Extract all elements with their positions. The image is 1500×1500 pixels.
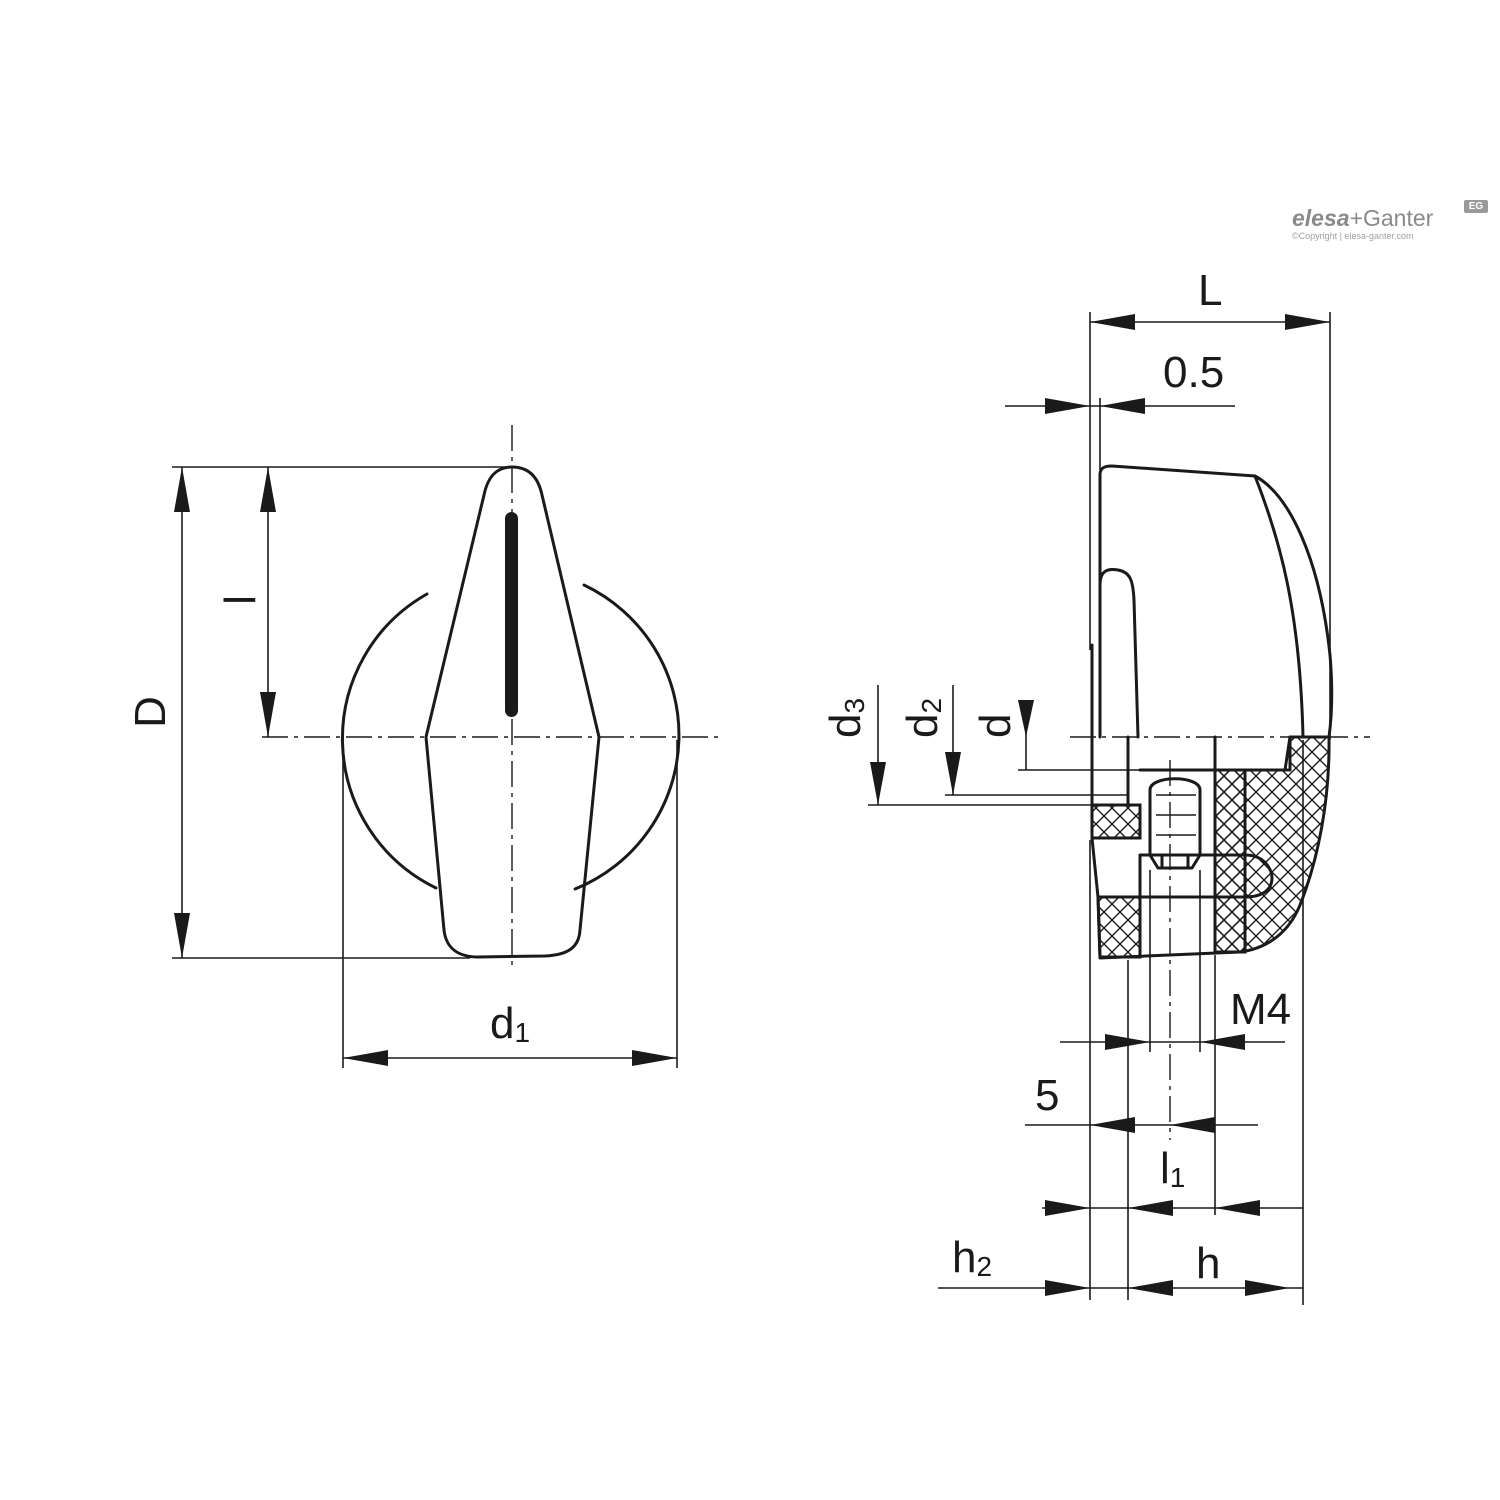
- dim-label-l1: l1: [1160, 1144, 1185, 1193]
- knob-pointer-wing: [424, 465, 601, 959]
- arrow: [1128, 1280, 1173, 1296]
- dim-label-D: D: [126, 696, 175, 728]
- dim-label-d1: d1: [490, 999, 530, 1048]
- set-screw: [1148, 777, 1202, 870]
- dim-label-d3: d3: [821, 698, 870, 738]
- dim-label-0-5: 0.5: [1163, 348, 1224, 397]
- arrow: [945, 752, 961, 795]
- dim-label-h: h: [1196, 1239, 1220, 1288]
- dim-label-d2: d2: [898, 698, 947, 738]
- arrow: [1285, 314, 1330, 330]
- arrow: [1090, 314, 1135, 330]
- knob-inner-step: [1098, 568, 1140, 739]
- brand-logo: elesa+Ganter ©Copyright | elesa-ganter.c…: [1292, 200, 1492, 256]
- arrow: [260, 692, 276, 737]
- arrow: [1245, 1280, 1290, 1296]
- front-view: D l d1: [126, 425, 722, 1068]
- arrow: [1215, 1200, 1260, 1216]
- arrow: [1170, 1117, 1215, 1133]
- copyright-text: ©Copyright | elesa-ganter.com: [1292, 231, 1414, 241]
- arrow: [1090, 1117, 1135, 1133]
- arrow: [174, 467, 190, 512]
- section-hatch-insert: [1096, 895, 1142, 959]
- arrow: [1128, 1200, 1173, 1216]
- arrow: [1100, 398, 1145, 414]
- arrow: [1045, 398, 1090, 414]
- knob-inner-contour: [1253, 474, 1305, 739]
- dim-label-L: L: [1198, 266, 1222, 315]
- section-hatch-insert-right: [1213, 768, 1247, 954]
- arrow: [870, 762, 886, 805]
- arrow: [1045, 1280, 1090, 1296]
- knob-side-outline: [1098, 464, 1334, 739]
- section-hatch-hub: [1090, 803, 1142, 840]
- dim-label-h2: h2: [952, 1233, 992, 1282]
- arrow: [343, 1050, 388, 1066]
- arrow: [260, 467, 276, 512]
- dim-label-l: l: [216, 595, 265, 605]
- side-view: L 0.5 d3 d2 d M4: [821, 266, 1370, 1305]
- dim-label-d: d: [971, 714, 1020, 738]
- section-slot: [1138, 853, 1274, 899]
- arrow: [1045, 1200, 1090, 1216]
- arrow: [174, 913, 190, 958]
- section-bore: [1126, 735, 1292, 807]
- arrow: [1200, 1034, 1245, 1050]
- arrow: [1018, 700, 1034, 737]
- dim-label-M4: M4: [1230, 985, 1291, 1034]
- brand-name: elesa+Ganter: [1292, 205, 1434, 231]
- brand-badge: EG: [1464, 200, 1488, 213]
- dim-label-5: 5: [1035, 1071, 1059, 1120]
- arrow: [632, 1050, 677, 1066]
